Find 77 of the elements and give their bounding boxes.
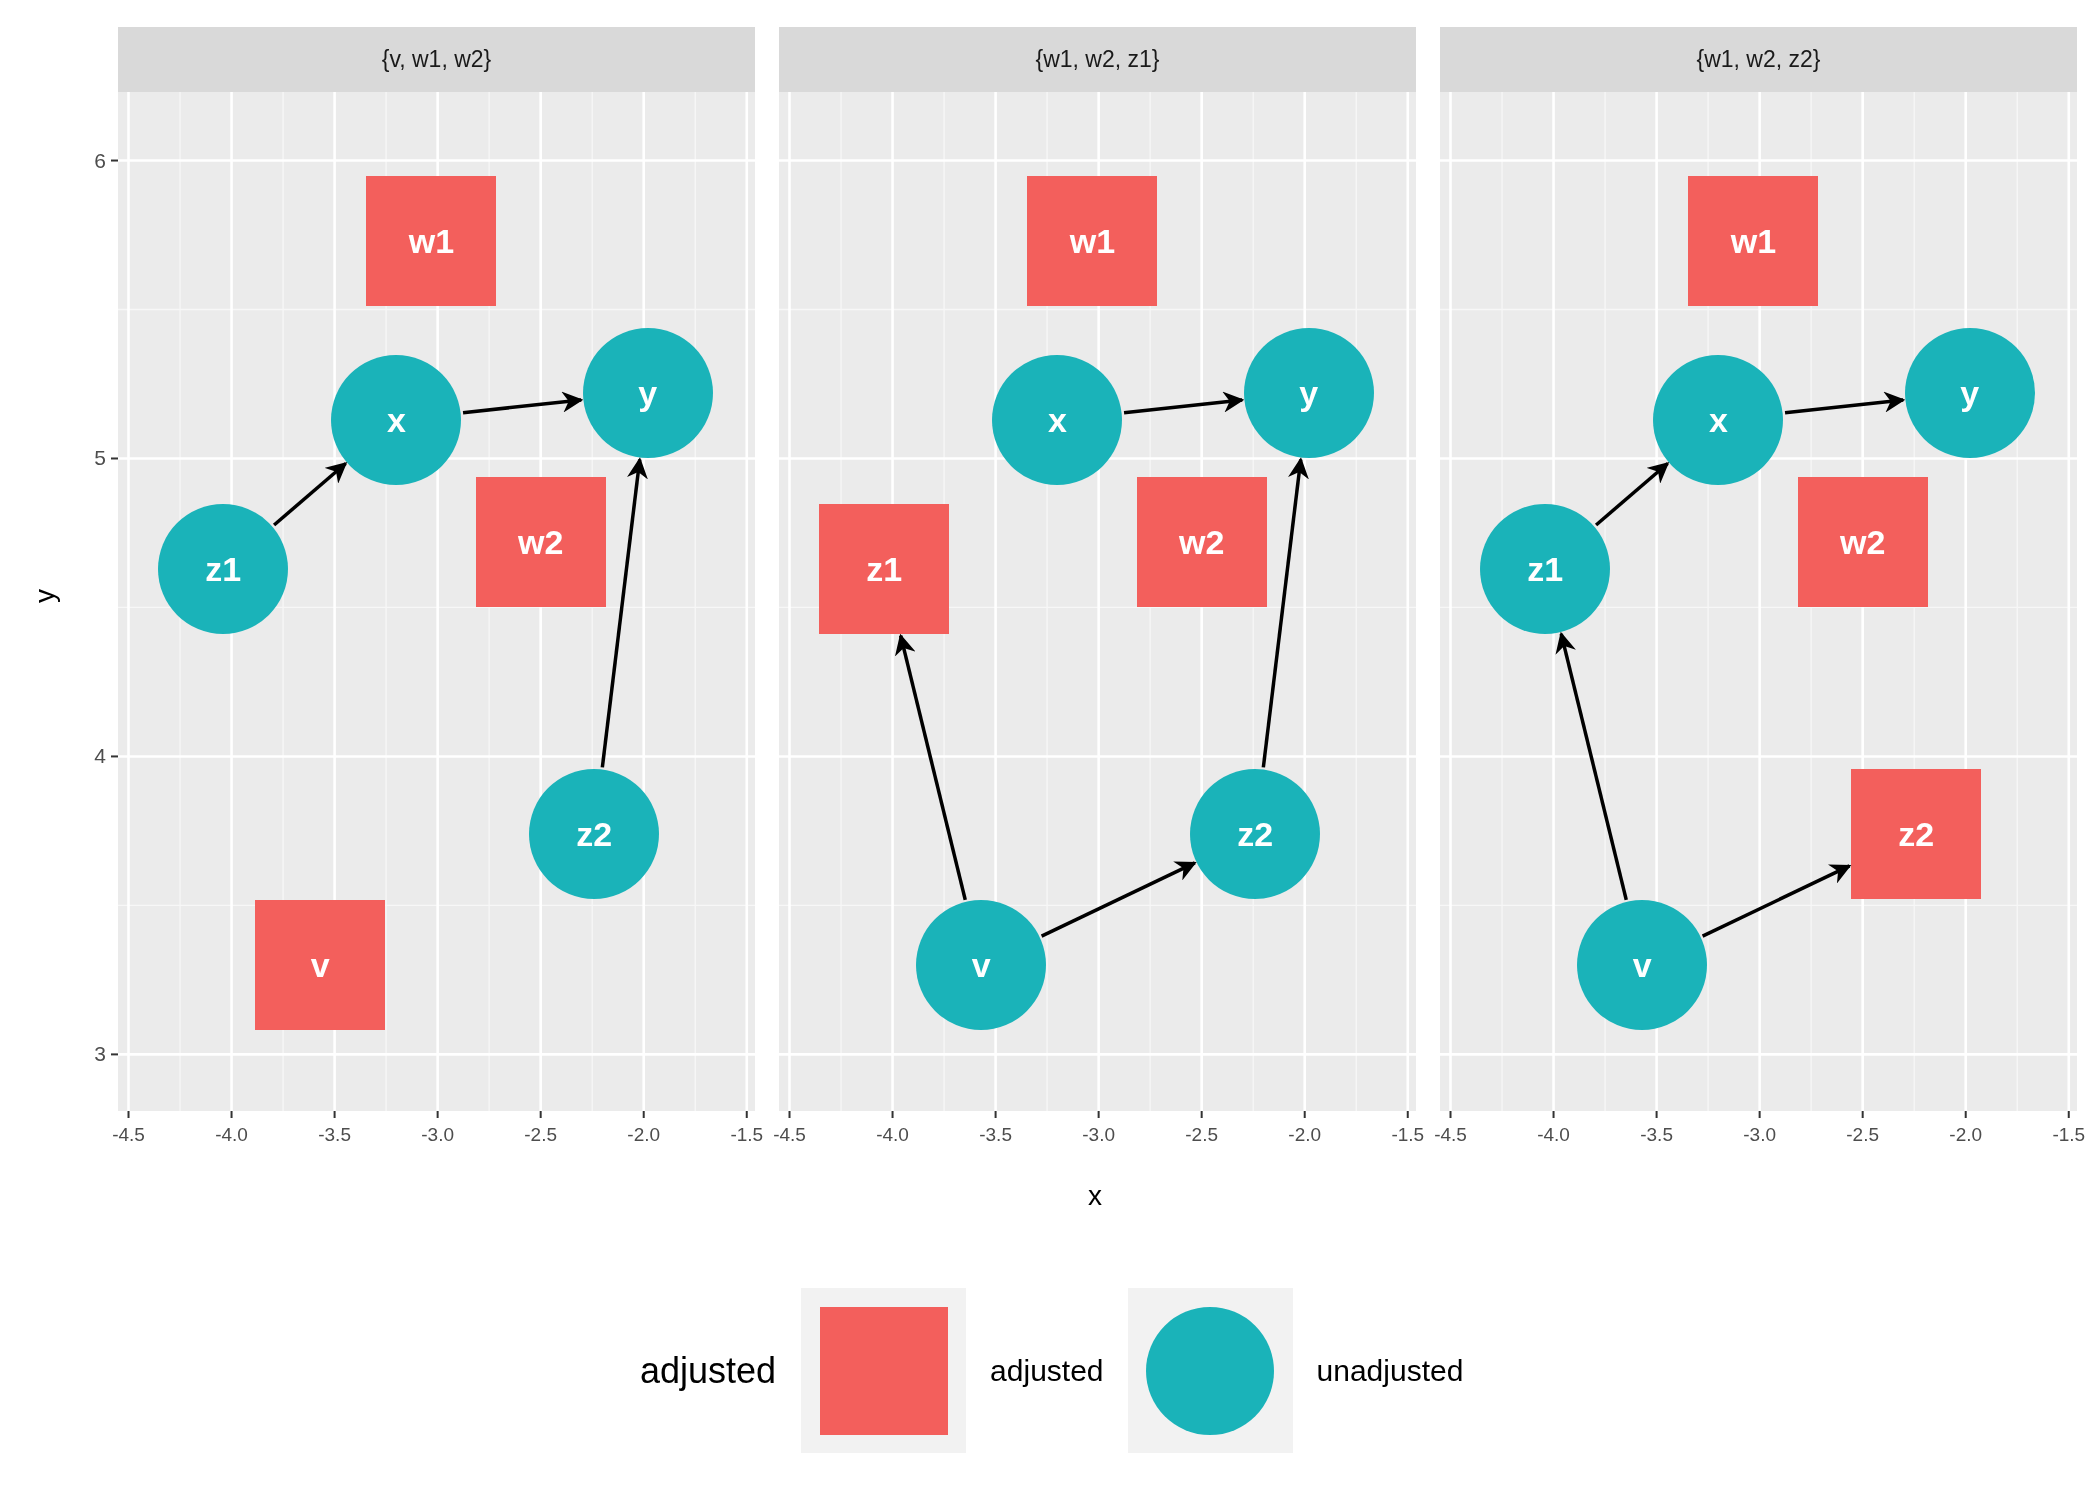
arrow: [272, 462, 348, 527]
x-tick-label: -3.0: [420, 1125, 455, 1144]
facet-panel: [118, 27, 755, 1111]
y-tick-label: 4: [93, 745, 106, 767]
node-square: [1688, 175, 1819, 306]
arrow: [894, 633, 967, 901]
node-label: z2: [576, 816, 613, 851]
y-tick-label: 3: [93, 1043, 106, 1065]
y-tick-label: 6: [93, 149, 106, 171]
node-label: x: [1708, 402, 1728, 437]
facet-strip-label: {v, w1, w2}: [118, 27, 755, 92]
arrow: [1040, 861, 1197, 938]
node-square: [1797, 476, 1928, 607]
node-label: v: [971, 948, 991, 982]
arrow: [1594, 462, 1670, 527]
legend-label: adjusted: [990, 1353, 1104, 1389]
facet-panel: [1440, 27, 2077, 1111]
facet-strip-label: {w1, w2, z1}: [779, 27, 1416, 92]
x-tick-label: -2.0: [1948, 1125, 1984, 1144]
node-label: v: [1632, 948, 1652, 982]
x-tick-label: -3.5: [978, 1125, 1013, 1144]
node-label: w2: [518, 524, 564, 559]
node-label: x: [386, 402, 406, 437]
axis-title: y: [31, 589, 59, 603]
x-tick-label: -4.5: [772, 1125, 807, 1144]
node-label: y: [638, 375, 658, 410]
x-tick-label: -2.0: [1287, 1125, 1323, 1144]
node-label: z1: [205, 551, 242, 586]
node-label: z1: [866, 551, 903, 586]
node-label: w1: [1730, 223, 1777, 258]
node-label: x: [1047, 402, 1067, 437]
x-tick-label: -1.5: [1390, 1125, 1426, 1144]
node-square: [366, 175, 497, 306]
node-square: [475, 476, 606, 607]
node-square: [1851, 768, 1982, 899]
y-tick-label: 5: [93, 447, 106, 469]
node-label: z2: [1237, 816, 1274, 851]
node-label: v: [310, 948, 330, 982]
arrow: [1555, 631, 1628, 901]
node-square: [819, 503, 950, 634]
axis-title: x: [1088, 1182, 1102, 1210]
legend-label: unadjusted: [1316, 1353, 1464, 1389]
arrow: [1261, 457, 1309, 768]
node-label: w2: [1179, 524, 1225, 559]
node-square: [1136, 476, 1267, 607]
x-tick-label: -1.5: [729, 1125, 765, 1144]
arrow: [1784, 391, 1906, 415]
node-label: z2: [1898, 816, 1935, 851]
legend-title: adjusted: [640, 1348, 777, 1393]
node-square: [1027, 175, 1158, 306]
node-square: [255, 900, 386, 1030]
x-tick-label: -2.5: [1184, 1125, 1220, 1144]
node-label: w2: [1840, 524, 1886, 559]
node-label: y: [1960, 375, 1980, 410]
node-label: w1: [408, 223, 455, 258]
x-tick-label: -4.5: [111, 1125, 146, 1144]
x-tick-label: -4.0: [214, 1125, 249, 1144]
x-tick-label: -4.0: [1536, 1125, 1571, 1144]
x-tick-label: -2.0: [626, 1125, 662, 1144]
x-tick-label: -3.0: [1742, 1125, 1777, 1144]
arrow: [1123, 391, 1245, 415]
arrow: [600, 457, 648, 768]
x-tick-label: -4.0: [875, 1125, 910, 1144]
x-tick-label: -1.5: [2051, 1125, 2087, 1144]
x-tick-label: -3.5: [1639, 1125, 1674, 1144]
arrow: [1701, 864, 1852, 938]
facet-strip-label: {w1, w2, z2}: [1440, 27, 2077, 92]
node-label: y: [1299, 375, 1319, 410]
x-tick-label: -3.5: [317, 1125, 352, 1144]
x-tick-label: -2.5: [523, 1125, 559, 1144]
arrow: [462, 391, 584, 415]
x-tick-label: -2.5: [1845, 1125, 1881, 1144]
facet-panel: [779, 27, 1416, 1111]
x-tick-label: -4.5: [1433, 1125, 1468, 1144]
node-label: z1: [1527, 551, 1564, 586]
node-label: w1: [1069, 223, 1116, 258]
x-tick-label: -3.0: [1081, 1125, 1116, 1144]
